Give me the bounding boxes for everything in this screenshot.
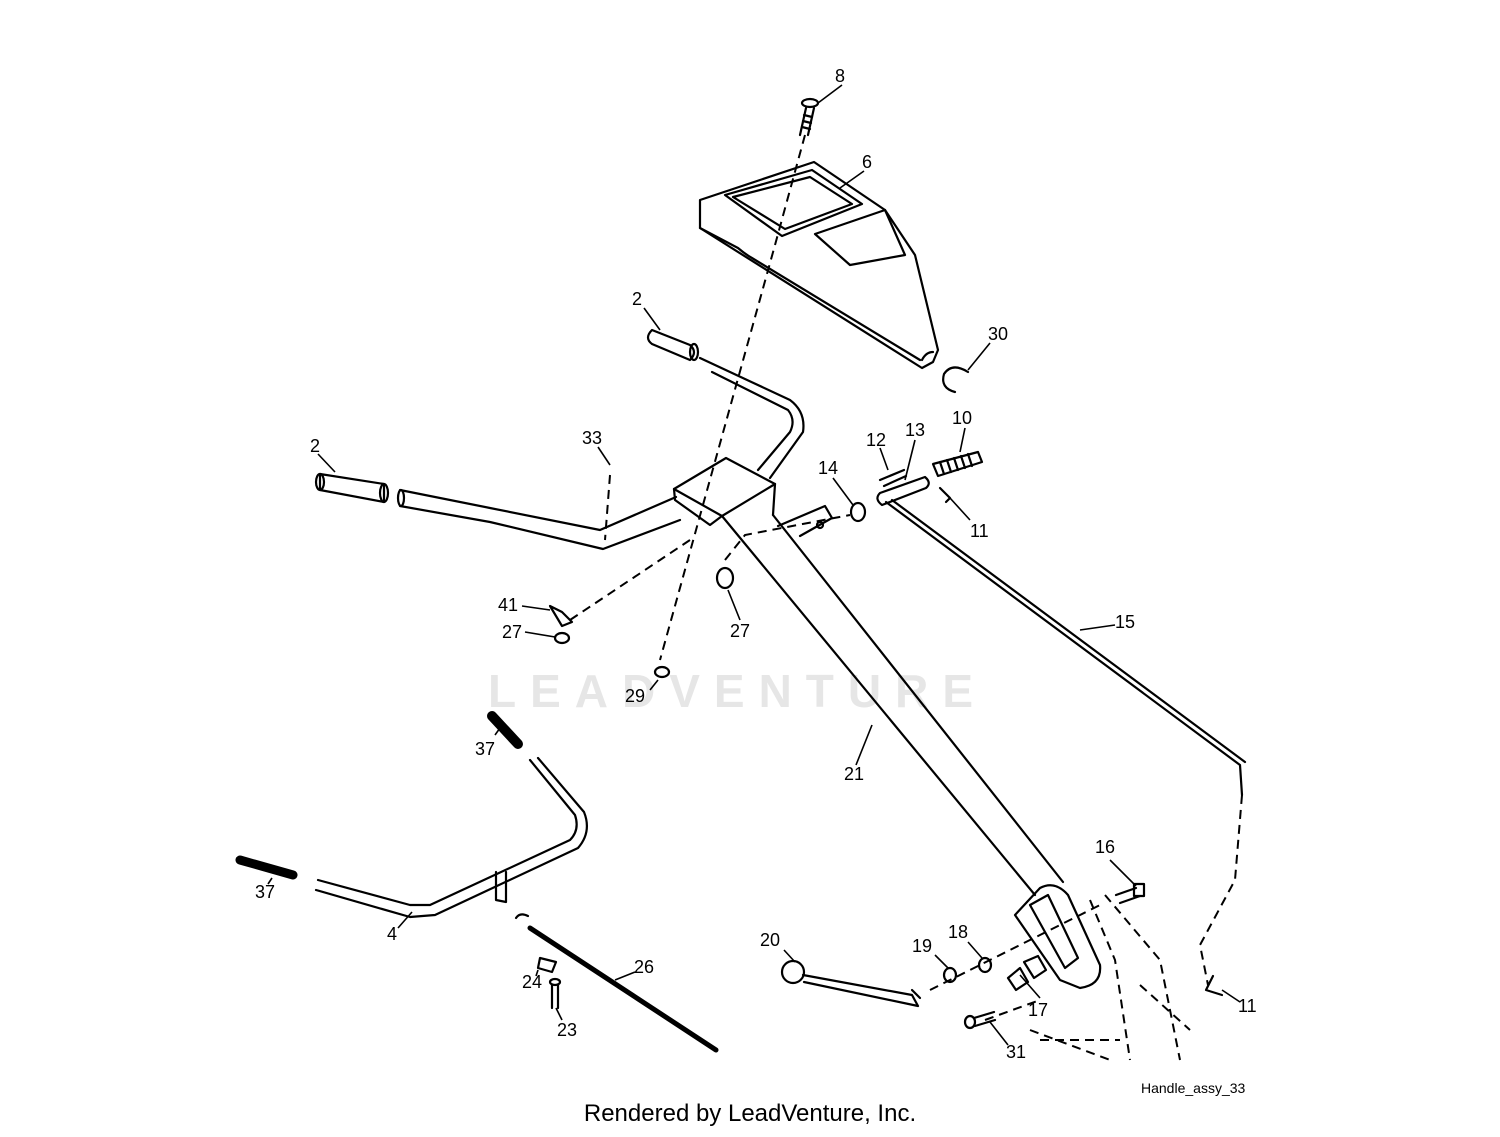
part-clamp (536, 956, 558, 974)
callout-4: 4 (387, 924, 397, 944)
callout-31: 31 (1006, 1042, 1026, 1062)
part-lower-lever (314, 756, 589, 919)
callout-30: 30 (988, 324, 1008, 344)
callout-21: 21 (844, 764, 864, 784)
part-bolt-upper (1114, 882, 1146, 905)
callout-13: 13 (905, 420, 925, 440)
part-handlebar (396, 356, 805, 551)
callout-26: 26 (634, 957, 654, 977)
part-lever-grip (931, 450, 984, 478)
part-bolt (548, 977, 562, 1010)
part-screw (798, 97, 820, 137)
watermark: LEADVENTURE (488, 665, 988, 717)
callout-10: 10 (952, 408, 972, 428)
part-console-cover (698, 160, 940, 370)
callout-12: 12 (866, 430, 886, 450)
drawing-id-label: Handle_assy_33 (1141, 1080, 1246, 1096)
part-spring-lower (235, 855, 298, 880)
part-nut (977, 956, 993, 974)
leader-lines (267, 84, 1241, 1046)
callout-37-upper: 37 (475, 739, 495, 759)
callout-labels: 8 6 2 30 2 33 12 13 10 14 11 15 41 27 27… (255, 66, 1257, 1062)
callout-17: 17 (1028, 1000, 1048, 1020)
callout-11-lower: 11 (1238, 996, 1257, 1016)
part-spring-upper (487, 711, 523, 749)
part-grip-upper (646, 328, 700, 362)
callout-6: 6 (862, 152, 872, 172)
callout-14: 14 (818, 458, 838, 478)
part-bushing (849, 501, 867, 523)
callout-8: 8 (835, 66, 845, 86)
callout-2-upper: 2 (632, 289, 642, 309)
callout-16: 16 (1095, 837, 1115, 857)
part-shift-lever (780, 959, 922, 1008)
callout-24: 24 (522, 972, 542, 992)
callout-27-center: 27 (730, 621, 750, 641)
callout-27-left: 27 (502, 622, 522, 642)
footer-credit: Rendered by LeadVenture, Inc. (583, 1100, 917, 1127)
callout-11-upper: 11 (970, 521, 989, 541)
part-pin (878, 468, 908, 488)
callout-41: 41 (498, 595, 518, 615)
callout-19: 19 (912, 936, 932, 956)
callout-20: 20 (760, 930, 780, 950)
callout-18: 18 (948, 922, 968, 942)
part-bolt-lower (963, 1010, 997, 1030)
part-sleeve (876, 475, 930, 507)
callout-29: 29 (625, 686, 645, 706)
part-grip-left (314, 472, 390, 504)
callout-33: 33 (582, 428, 602, 448)
part-fasteners (548, 566, 735, 679)
part-handle-tube (672, 456, 1102, 990)
callout-37-lower: 37 (255, 882, 275, 902)
part-hairpin (1204, 974, 1224, 997)
callout-2-left: 2 (310, 436, 320, 456)
part-washer (942, 966, 958, 984)
part-clip (942, 366, 970, 394)
part-cable (527, 925, 719, 1053)
callout-15: 15 (1115, 612, 1135, 632)
part-hairpin-upper (938, 486, 952, 504)
callout-23: 23 (557, 1020, 577, 1040)
part-cam (1006, 954, 1048, 992)
part-control-rod (884, 500, 1244, 797)
assembly-lines (569, 134, 1243, 1061)
